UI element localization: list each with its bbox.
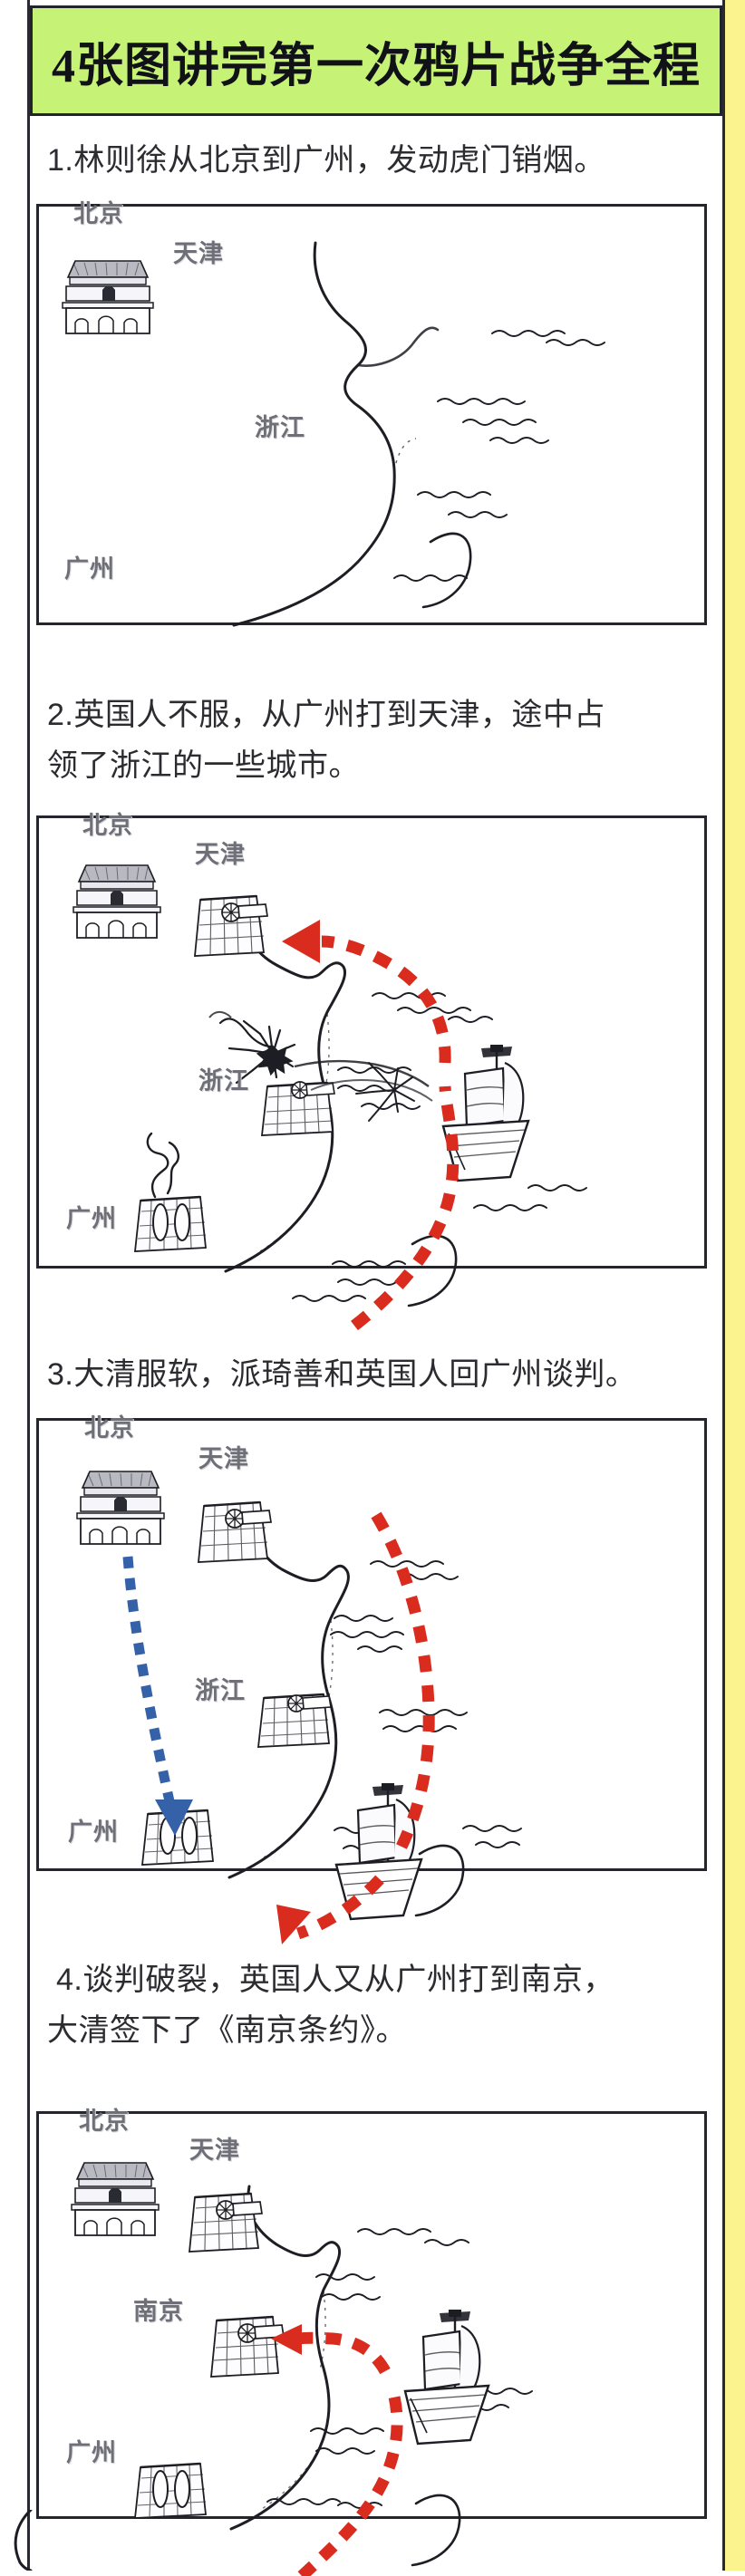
map-illustration-2 [73,864,587,1331]
city-label-beijing: 北京 [79,2108,130,2135]
city-label-zhejiang: 浙江 [255,414,305,441]
city-label-guangzhou: 广州 [66,2439,117,2466]
city-wall-nanjing-icon [210,2315,285,2378]
city-wall-guangzhou-icon [133,1195,207,1252]
map-illustration-1 [62,241,605,627]
red-route-arrow-4 [271,2324,403,2576]
explosion-icon [227,1019,296,1085]
map-panel-4: 北京 天津 南京 广州 [36,2108,707,2576]
city-wall-zhejiang-icon [260,1081,335,1136]
red-route-arrow-3 [276,1511,435,1944]
step-4-caption-line-1: 4.谈判破裂，英国人又从广州打到南京， [56,1963,614,1997]
city-label-zhejiang: 浙江 [195,1677,246,1704]
map-illustration-3 [76,1471,522,1944]
left-border-rule [27,0,30,2571]
city-label-guangzhou: 广州 [64,555,115,583]
city-wall-zhejiang-icon [256,1693,332,1748]
page-corner-flourish [14,2510,33,2571]
smoke-icon [146,1132,179,1199]
right-yellow-strip [725,0,745,2571]
red-route-arrow-2 [282,920,460,1331]
tiananmen-icon [71,2162,160,2236]
page-title: 4张图讲完第一次鸦片战争全程 [51,40,701,92]
step-3-caption-line-1: 3.大清服软，派琦善和英国人回广州谈判。 [47,1357,637,1392]
sailing-ship-icon [441,1045,530,1182]
city-label-beijing: 北京 [82,812,133,839]
city-label-zhejiang: 浙江 [198,1067,249,1095]
step-2-caption-line-2: 领了浙江的一些城市。 [47,748,360,783]
map-panel-3: 北京 天津 浙江 广州 [36,1414,707,1944]
map-panel-1: 北京 天津 浙江 广州 [36,200,707,627]
step-1-caption-line-1: 1.林则徐从北京到广州，发动虎门销烟。 [47,143,605,178]
sailing-ship-icon [334,1783,423,1921]
map-illustration-4 [71,2162,533,2576]
city-label-tianjin: 天津 [195,841,246,868]
tiananmen-icon [76,1471,165,1545]
tiananmen-icon [62,260,154,334]
city-label-guangzhou: 广州 [68,1819,119,1846]
city-wall-tianjin-icon [189,2192,263,2253]
city-wall-guangzhou-icon [133,2462,207,2519]
step-4-caption-line-2: 大清签下了《南京条约》。 [47,2013,407,2048]
city-label-beijing: 北京 [73,200,124,227]
step-2-caption-line-1: 2.英国人不服，从广州打到天津，途中占 [47,698,605,732]
city-label-nanjing: 南京 [133,2298,184,2325]
blue-route-arrow-3 [122,1556,193,1836]
header-banner: 4张图讲完第一次鸦片战争全程 [30,5,722,116]
map-panel-2: 北京 天津 浙江 广州 [36,812,707,1331]
city-label-tianjin: 天津 [198,1445,249,1472]
city-label-guangzhou: 广州 [66,1205,117,1232]
city-wall-tianjin-icon [198,1500,272,1563]
tiananmen-icon [73,864,161,939]
city-label-tianjin: 天津 [173,240,224,267]
city-label-tianjin: 天津 [189,2137,240,2164]
right-border-rule [722,0,725,2571]
sailing-ship-icon [403,2310,490,2446]
city-label-beijing: 北京 [84,1414,135,1442]
city-wall-tianjin-icon [194,894,268,957]
